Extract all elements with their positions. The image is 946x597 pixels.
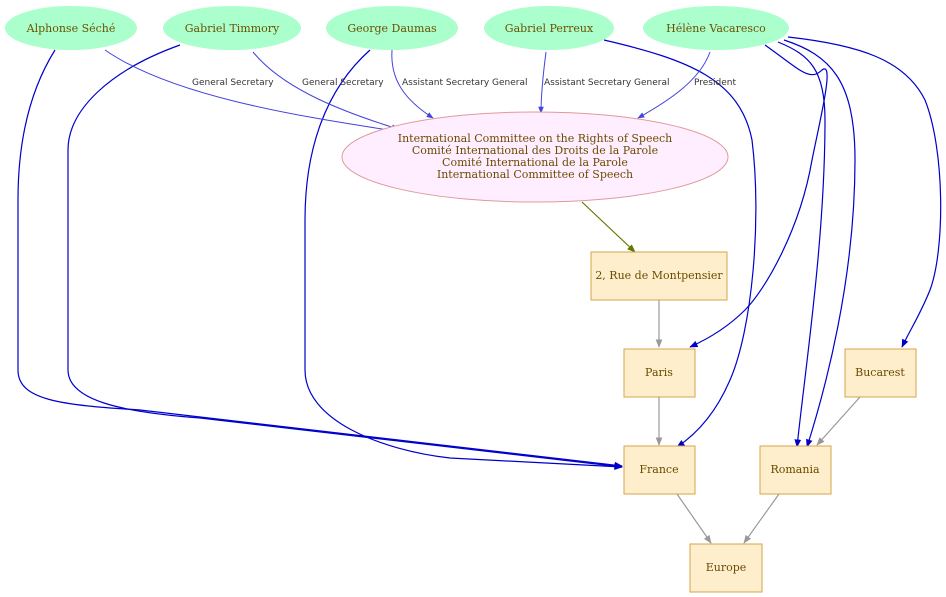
role-edge-perreux [538,51,547,114]
place-node-france[interactable]: France [623,445,696,495]
edge-vacaresco-romania-2 [783,39,856,448]
place-node-rue[interactable]: 2, Rue de Montpensier [590,251,728,301]
edge-bucarest-romania [816,396,861,446]
org-name-line-1: International Committee on the Rights of… [398,132,673,145]
person-label: Gabriel Timmory [185,22,280,35]
edge-france-europe [676,493,712,544]
role-label-vacaresco: President [694,78,736,88]
role-edge-daumas [391,49,434,119]
person-label: Alphonse Séché [26,22,116,35]
place-label: 2, Rue de Montpensier [595,269,723,282]
role-label-seche: General Secretary [192,78,274,88]
role-edge-timmory [252,51,399,130]
place-label: Europe [706,561,747,574]
edge-org-address [581,201,636,253]
edge-seche-france [17,49,623,469]
person-node-perreux[interactable]: Gabriel Perreux [484,6,614,50]
person-label: Hélène Vacaresco [666,22,766,35]
place-node-bucarest[interactable]: Bucarest [844,348,917,398]
role-edge-labels: General Secretary General Secretary Assi… [192,78,736,88]
role-label-daumas: Assistant Secretary General [402,78,528,88]
role-label-perreux: Assistant Secretary General [544,78,670,88]
role-edges [104,49,711,133]
place-hierarchy-edges [655,300,861,544]
edge-daumas-france [304,49,623,470]
person-node-timmory[interactable]: Gabriel Timmory [163,6,301,50]
place-label: Paris [645,366,673,379]
place-label: Romania [770,463,819,476]
org-name-line-2: Comité International des Droits de la Pa… [412,144,658,157]
role-edge-vacaresco [637,51,711,119]
person-node-daumas[interactable]: George Daumas [326,6,458,50]
edge-vacaresco-bucarest [787,36,942,348]
organization-node[interactable]: International Committee on the Rights of… [341,111,729,203]
org-name-line-3: Comité International de la Parole [442,156,628,169]
person-label: George Daumas [347,22,437,35]
edge-vacaresco-paris [689,44,828,348]
place-node-europe[interactable]: Europe [689,543,763,593]
person-nodes: Alphonse Séché Gabriel Timmory George Da… [5,6,789,50]
place-nodes: 2, Rue de Montpensier Paris Bucarest Fra… [590,251,917,593]
edge-vacaresco-romania-1 [777,41,826,448]
place-label: France [639,463,678,476]
place-node-paris[interactable]: Paris [623,348,696,398]
person-node-vacaresco[interactable]: Hélène Vacaresco [643,6,789,50]
role-label-timmory: General Secretary [302,78,384,88]
edge-timmory-france [67,44,623,470]
person-node-seche[interactable]: Alphonse Séché [5,6,137,50]
role-edge-seche [104,49,396,133]
place-label: Bucarest [855,366,905,379]
edge-romania-europe [743,493,780,544]
org-name-line-4: International Committee of Speech [437,168,633,181]
person-place-edges [17,36,942,470]
person-label: Gabriel Perreux [505,22,594,35]
place-node-romania[interactable]: Romania [759,445,832,495]
